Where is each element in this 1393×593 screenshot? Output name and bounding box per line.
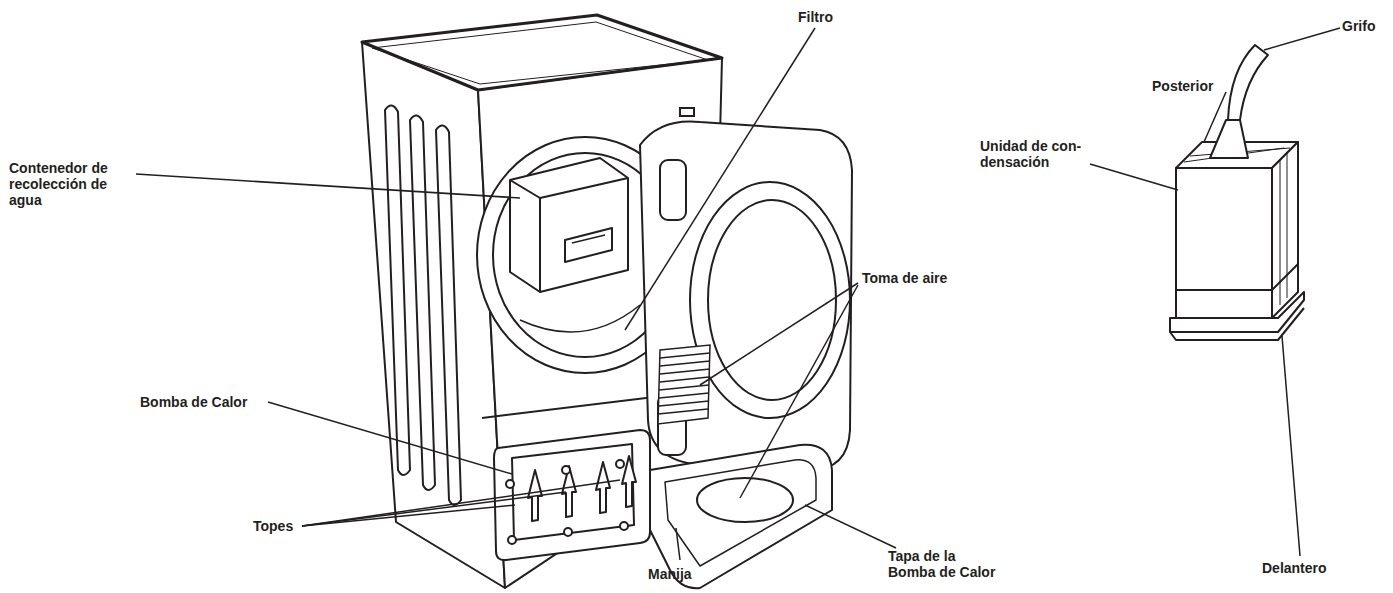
part-label: Delantero [1262, 560, 1352, 576]
condensation-unit-part [1210, 120, 1248, 158]
part-label: Grifo [1342, 18, 1392, 34]
water-container-part [572, 235, 605, 243]
heat-pump-panel-part [512, 444, 634, 540]
open-door-part [640, 121, 852, 470]
leader-lines-part [1204, 92, 1226, 142]
leader-lines-part [676, 528, 680, 560]
leader-lines-part [302, 480, 620, 526]
heat-pump-lid-part [697, 478, 793, 522]
water-container-part [539, 198, 541, 292]
water-container-part [510, 158, 628, 292]
part-label: Toma de aire [862, 270, 972, 286]
dryer-body-part [385, 105, 410, 475]
air-intake-grille-part [658, 345, 710, 424]
open-door-part [660, 160, 686, 220]
condensation-unit-part [1272, 142, 1298, 318]
leader-lines-part [740, 285, 858, 498]
dryer-body-part [362, 15, 722, 90]
heat-pump-panel-part [564, 528, 572, 536]
part-label: Unidad de con- densación [980, 138, 1098, 170]
dryer-body-part [410, 115, 435, 490]
drum-opening-part [680, 108, 694, 116]
part-label: Tapa de la Bomba de Calor [888, 548, 998, 580]
heat-pump-panel-part [620, 522, 628, 530]
part-label: Topes [253, 518, 313, 534]
condensation-unit-part [1228, 45, 1268, 120]
condensation-unit-part [1170, 292, 1304, 332]
dryer-body-part [436, 125, 461, 505]
heat-pump-lid-part [665, 460, 816, 566]
water-container-part [565, 228, 612, 262]
leader-lines-part [136, 174, 520, 198]
leader-lines-part [805, 505, 896, 548]
leader-lines [136, 28, 1340, 560]
drum-opening-part [520, 305, 640, 332]
heat-pump-panel-part [506, 480, 514, 488]
open-door-part [690, 182, 850, 418]
heat-pump-panel-part [508, 536, 516, 544]
open-door-part [708, 200, 836, 400]
heat-pump-panel-part [562, 466, 570, 474]
air-intake-grille [658, 345, 710, 424]
open-door [640, 121, 852, 470]
leader-lines-part [1090, 164, 1178, 190]
water-container-part [510, 178, 628, 198]
leader-lines-part [700, 283, 858, 385]
heat-pump-panel-part [596, 462, 610, 513]
heat-pump-panel-part [616, 460, 624, 468]
part-label: Manija [648, 566, 718, 582]
leader-lines-part [302, 505, 515, 526]
part-label: Posterior [1152, 78, 1242, 94]
condensation-unit-part [1170, 308, 1304, 340]
water-container [510, 158, 628, 292]
leader-lines-part [625, 28, 815, 330]
part-label: Bomba de Calor [140, 394, 270, 410]
leader-lines-part [1282, 336, 1300, 556]
part-label: Filtro [798, 9, 858, 25]
leader-lines-part [1264, 28, 1340, 50]
dryer-body-part [372, 22, 708, 84]
condensation-unit-part [1176, 168, 1272, 318]
part-label: Contenedor de recolección de agua [9, 160, 127, 208]
condensation-unit-part [1280, 152, 1287, 305]
leader-lines-part [268, 402, 512, 474]
